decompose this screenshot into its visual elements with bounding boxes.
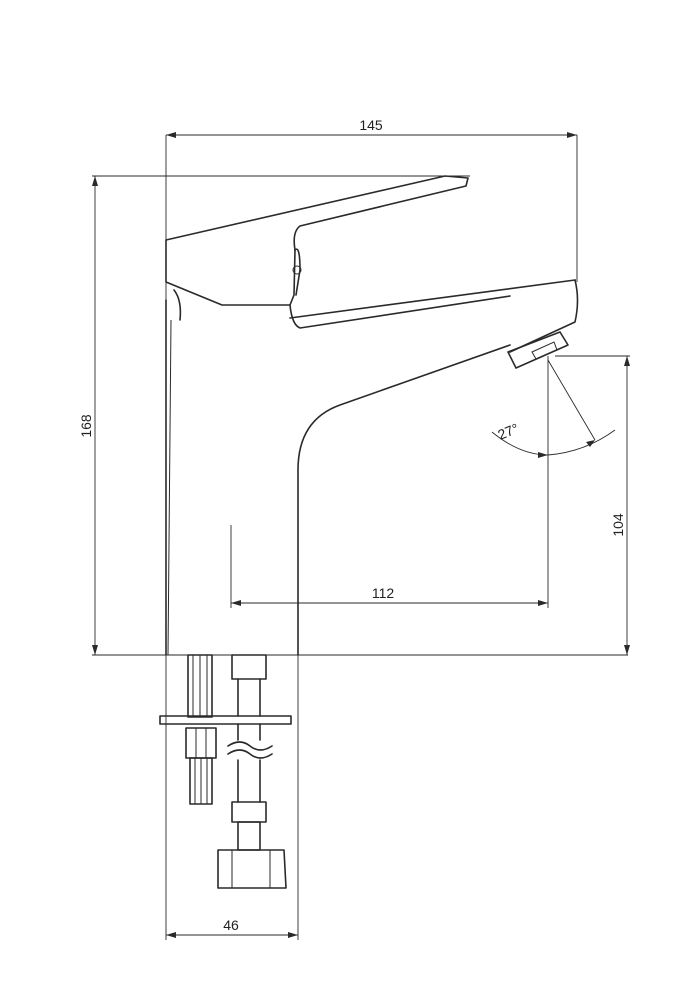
dimension-112: 112 bbox=[230, 356, 549, 608]
dimension-label-46: 46 bbox=[223, 917, 239, 933]
mounting-assembly bbox=[159, 654, 292, 889]
dimension-label-112: 112 bbox=[372, 585, 395, 601]
dimension-label-104: 104 bbox=[610, 513, 626, 537]
dimension-label-angle: 27° bbox=[495, 420, 521, 443]
lever-handle bbox=[165, 175, 511, 329]
dimension-104: 104 bbox=[555, 355, 630, 655]
dimension-46: 46 bbox=[165, 655, 299, 940]
dimension-label-145: 145 bbox=[359, 117, 383, 133]
dimension-168: 168 bbox=[78, 175, 628, 656]
dimension-label-168: 168 bbox=[78, 414, 94, 438]
faucet-body bbox=[165, 279, 579, 656]
angle-27: 27° bbox=[491, 359, 616, 458]
dimension-145: 145 bbox=[165, 117, 578, 300]
